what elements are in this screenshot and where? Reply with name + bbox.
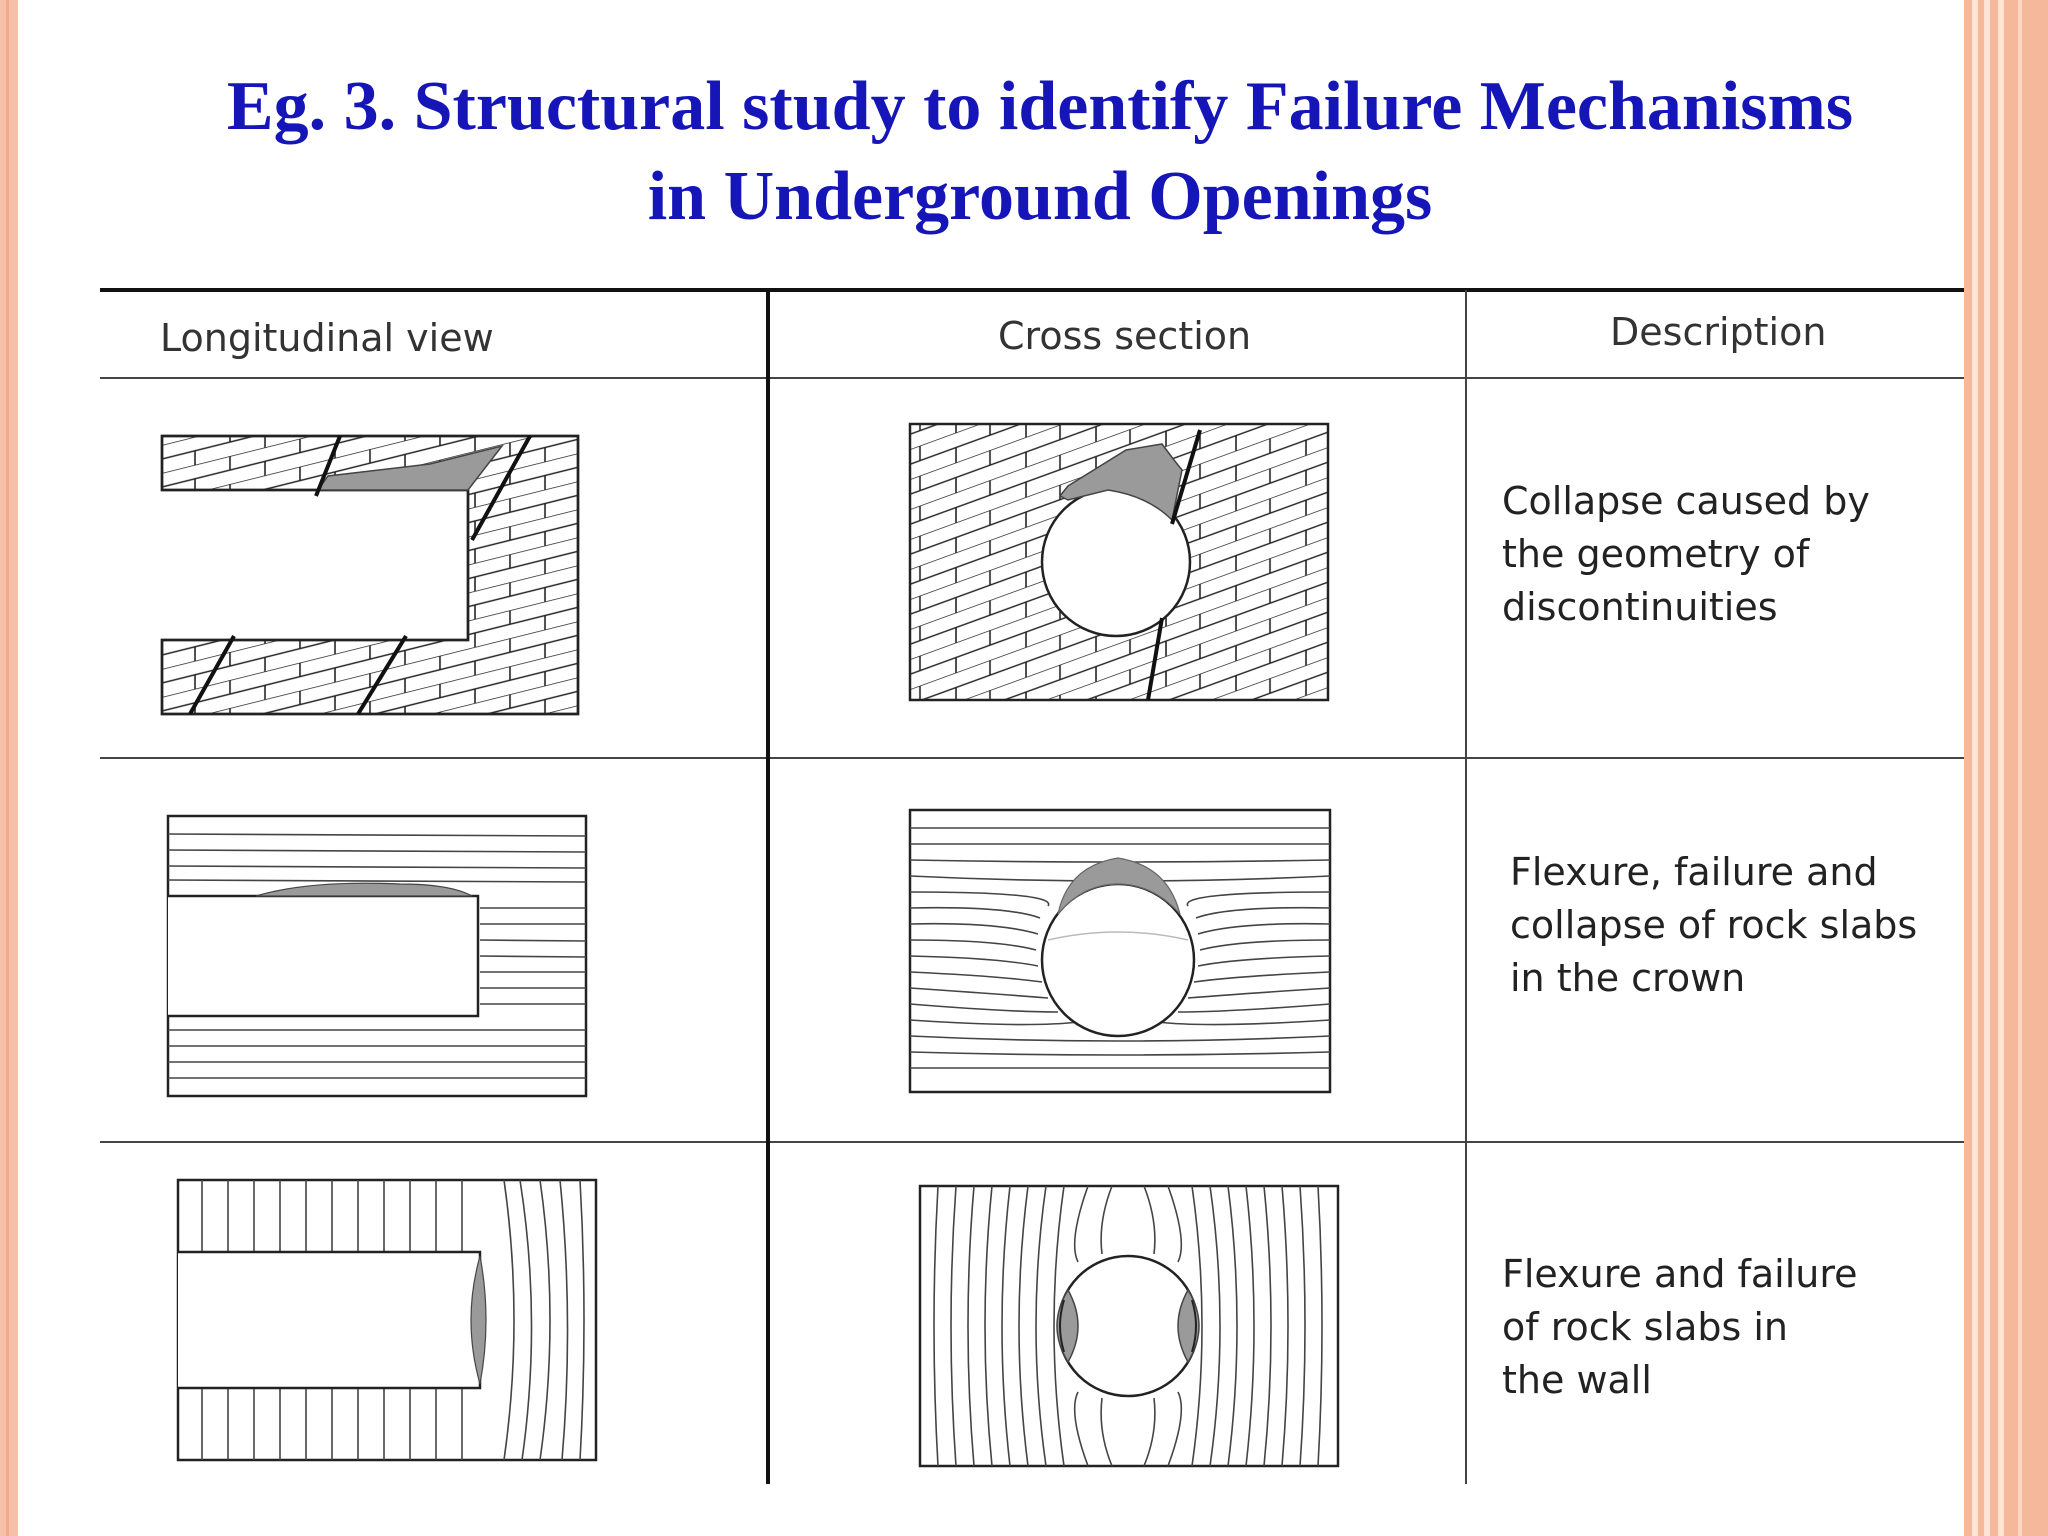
description-line: Collapse caused by <box>1502 479 1870 523</box>
cross-section-crown-slabs <box>908 808 1332 1094</box>
description-line: Flexure and failure <box>1502 1252 1858 1296</box>
longitudinal-view-discontinuities <box>160 434 580 716</box>
header-longitudinal-view: Longitudinal view <box>160 316 494 360</box>
description-row-1: Collapse caused by the geometry of disco… <box>1502 475 1870 634</box>
title-line-2: in Underground Openings <box>647 158 1433 235</box>
description-row-3: Flexure and failure of rock slabs in the… <box>1502 1248 1858 1407</box>
failure-wedge <box>1058 443 1183 522</box>
description-line: collapse of rock slabs <box>1510 903 1918 947</box>
description-line: the wall <box>1502 1358 1652 1402</box>
title-line-1: Eg. 3. Structural study to identify Fail… <box>226 68 1854 145</box>
description-line: discontinuities <box>1502 585 1778 629</box>
cross-section-wall-slabs <box>918 1184 1340 1468</box>
longitudinal-view-wall-slabs <box>176 1178 598 1462</box>
failure-zone <box>255 882 473 897</box>
right-border <box>1964 0 2048 1536</box>
header-cross-section: Cross section <box>998 314 1252 358</box>
description-row-2: Flexure, failure and collapse of rock sl… <box>1510 846 1917 1005</box>
right-border-stripe <box>1998 0 2004 1536</box>
left-border <box>0 0 18 1536</box>
description-line: Flexure, failure and <box>1510 850 1878 894</box>
description-line: of rock slabs in <box>1502 1305 1789 1349</box>
longitudinal-view-crown-slabs <box>166 814 588 1098</box>
failure-wedge <box>316 444 504 491</box>
right-border-stripe <box>1984 0 1990 1536</box>
right-border-stripe <box>2018 0 2022 1536</box>
left-border-line <box>6 0 9 1536</box>
right-border-stripe <box>1972 0 1978 1536</box>
header-description: Description <box>1610 310 1827 354</box>
failure-zone <box>470 1255 487 1385</box>
failure-zone <box>1057 857 1181 915</box>
cross-section-discontinuities <box>908 422 1330 702</box>
description-line: the geometry of <box>1502 532 1810 576</box>
description-line: in the crown <box>1510 956 1746 1000</box>
slide-title: Eg. 3. Structural study to identify Fail… <box>110 62 1970 242</box>
